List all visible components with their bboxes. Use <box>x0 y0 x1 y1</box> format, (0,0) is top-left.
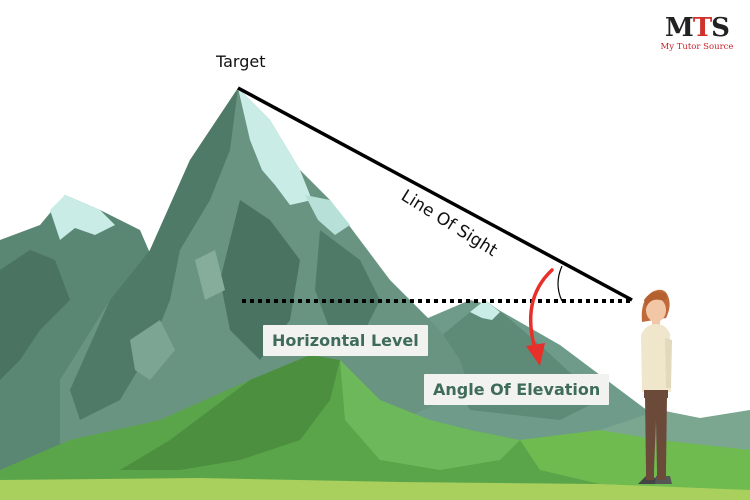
angle-arc <box>557 265 563 302</box>
logo-subtitle: My Tutor Source <box>660 42 734 52</box>
main-mountain-dark-face <box>70 88 238 420</box>
angle-of-elevation-label: Angle Of Elevation <box>424 374 610 405</box>
main-mountain-dark-face-3 <box>315 230 380 340</box>
left-mountain-snow <box>50 195 115 240</box>
green-hill-light <box>340 360 520 470</box>
horizontal-level-label: Horizontal Level <box>263 325 428 356</box>
observer-person <box>638 289 672 484</box>
angle-arrow-head <box>526 343 545 366</box>
main-mountain-snow <box>238 88 312 205</box>
green-hill-shade <box>120 355 340 470</box>
left-mountain-shadow <box>0 250 70 380</box>
back-right-snow <box>470 300 500 320</box>
target-label: Target <box>216 52 266 71</box>
main-mountain-snow-2 <box>305 195 350 235</box>
line-of-sight <box>237 86 633 302</box>
logo-mark: MTS <box>665 13 730 43</box>
main-mountain-dark-face-2 <box>220 200 300 360</box>
right-grass-slope <box>520 430 750 490</box>
main-mountain-rock-streak-2 <box>195 250 225 300</box>
ground-strip <box>0 478 750 500</box>
angle-arrow <box>528 268 554 354</box>
mts-logo: MTS My Tutor Source <box>654 14 740 52</box>
main-mountain-rock-streak <box>130 320 175 380</box>
